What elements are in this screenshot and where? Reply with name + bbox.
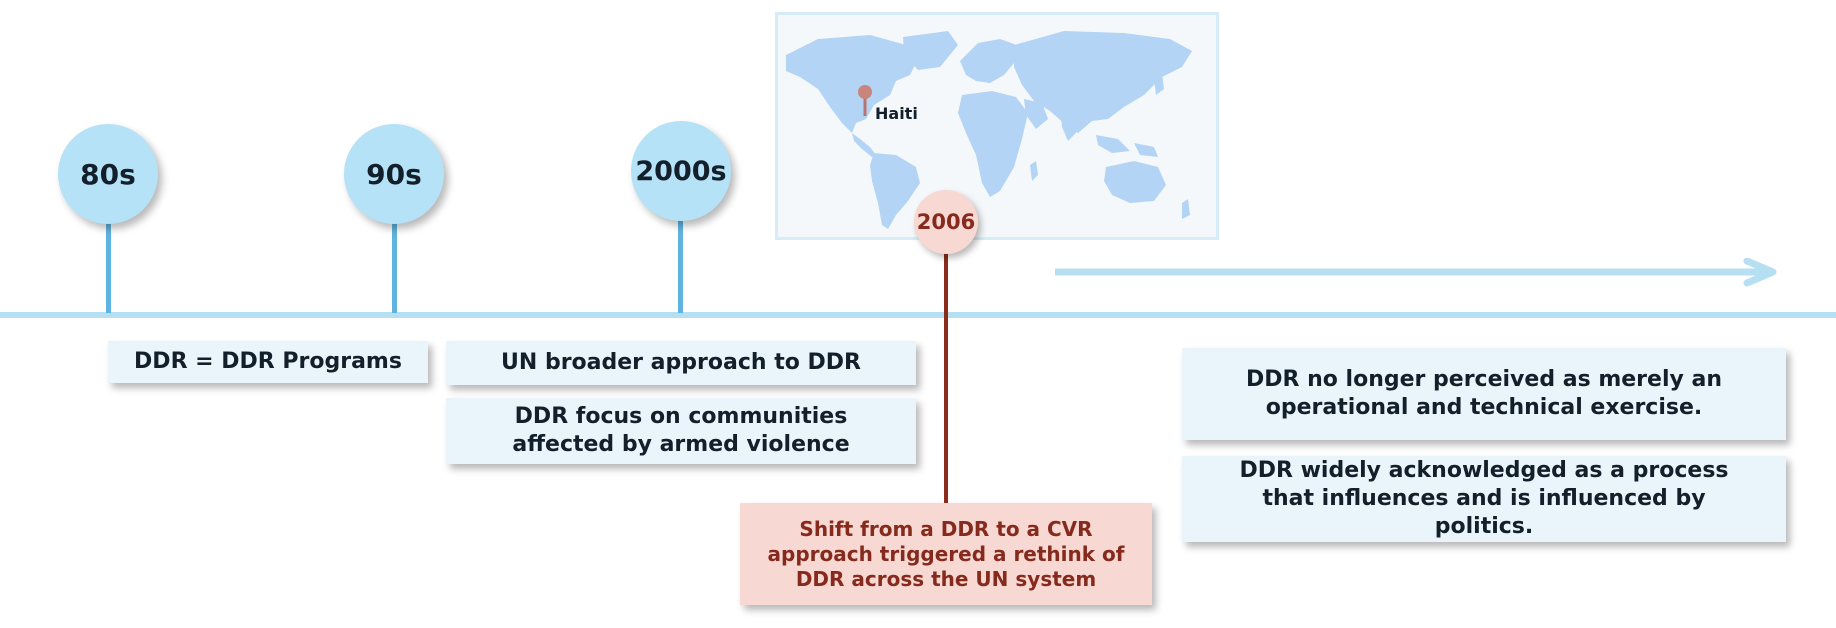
box-un-broader-approach: UN broader approach to DDR [446,341,916,385]
era-stem-2000s [678,212,683,313]
box-influenced-by-politics: DDR widely acknowledged as a process tha… [1182,456,1786,542]
world-map-icon [786,31,1192,229]
era-label: 90s [366,157,422,191]
box-cvr-shift: Shift from a DDR to a CVR approach trigg… [740,503,1152,605]
arrow-right-icon [1055,258,1777,287]
era-stem-80s [106,215,111,313]
world-map [775,12,1219,240]
map-pin-icon [858,85,872,116]
box-ddr-communities: DDR focus on communities affected by arm… [446,398,916,464]
timeline-axis [0,312,1836,318]
era-label: 2000s [635,155,727,187]
milestone-2006-circle: 2006 [914,190,978,254]
box-not-technical-exercise: DDR no longer perceived as merely an ope… [1182,348,1786,440]
era-stem-90s [392,215,397,313]
era-circle-90s: 90s [344,124,444,224]
map-location-label: Haiti [875,104,918,123]
milestone-year: 2006 [916,210,976,234]
milestone-stem [944,246,948,504]
box-ddr-programs: DDR = DDR Programs [108,341,428,383]
era-circle-2000s: 2000s [631,121,731,221]
era-circle-80s: 80s [58,124,158,224]
era-label: 80s [80,157,136,191]
